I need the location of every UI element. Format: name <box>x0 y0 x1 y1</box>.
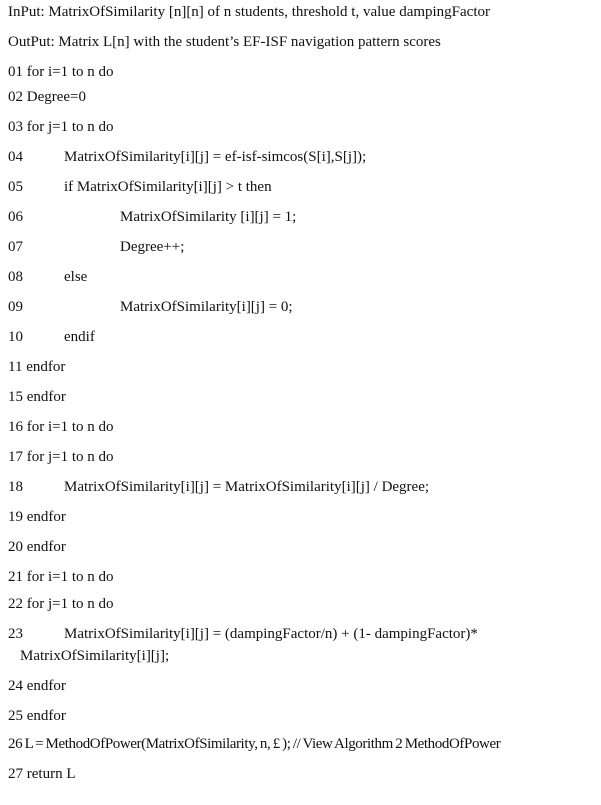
line-number: 27 <box>8 766 23 782</box>
algorithm-line-05: 05 if MatrixOfSimilarity[i][j] > t then <box>8 178 272 196</box>
line-code: Degree=0 <box>26 89 87 105</box>
line-number: 21 <box>8 569 23 585</box>
algorithm-line-23: 23 MatrixOfSimilarity[i][j] = (dampingFac… <box>8 625 478 643</box>
algorithm-line-22: 22 for j=1 to n do <box>8 595 114 613</box>
line-number: 23 <box>8 626 23 642</box>
line-number: 03 <box>8 119 23 135</box>
line-code: if MatrixOfSimilarity[i][j] > t then <box>64 179 272 195</box>
algorithm-line-17: 17 for j=1 to n do <box>8 448 114 466</box>
algorithm-line-03: 03 for j=1 to n do <box>8 118 114 136</box>
line-number: 04 <box>8 149 23 165</box>
algorithm-line-15: 15 endfor <box>8 388 66 406</box>
line-code: L = MethodOfPower(MatrixOfSimilarity, n,… <box>24 736 501 752</box>
algorithm-line-19: 19 endfor <box>8 508 66 526</box>
line-code: for j=1 to n do <box>26 119 114 135</box>
line-code: MatrixOfSimilarity[i][j] = (dampingFacto… <box>64 626 478 642</box>
line-number: 17 <box>8 449 23 465</box>
line-number: 18 <box>8 479 23 495</box>
algorithm-line-07: 07 Degree++; <box>8 238 184 256</box>
line-code: endfor <box>26 708 66 724</box>
line-number: 08 <box>8 269 23 285</box>
algorithm-line-04: 04 MatrixOfSimilarity[i][j] = ef-isf-simc… <box>8 148 366 166</box>
line-code: endfor <box>26 359 66 375</box>
line-number: 02 <box>8 89 23 105</box>
line-number: 05 <box>8 179 23 195</box>
line-number: 16 <box>8 419 23 435</box>
line-number: 10 <box>8 329 23 345</box>
line-code: for j=1 to n do <box>26 596 114 612</box>
line-code: Degree++; <box>120 239 185 255</box>
line-code: endfor <box>26 509 66 525</box>
line-number: 06 <box>8 209 23 225</box>
algorithm-line-11: 11 endfor <box>8 358 65 376</box>
line-number: 09 <box>8 299 23 315</box>
line-code: endfor <box>26 678 66 694</box>
line-code: MatrixOfSimilarity[i][j] = MatrixOfSimil… <box>64 479 430 495</box>
line-number: 19 <box>8 509 23 525</box>
line-code: endfor <box>26 539 66 555</box>
algorithm-line-10: 10 endif <box>8 328 95 346</box>
line-number: 01 <box>8 64 23 80</box>
line-code: MatrixOfSimilarity[i][j] = 0; <box>120 299 293 315</box>
algorithm-line-26: 26 L = MethodOfPower(MatrixOfSimilarity,… <box>8 735 501 753</box>
algorithm-line-21: 21 for i=1 to n do <box>8 568 114 586</box>
algorithm-line-06: 06 MatrixOfSimilarity [i][j] = 1; <box>8 208 296 226</box>
line-code: for i=1 to n do <box>26 569 114 585</box>
line-number: 25 <box>8 708 23 724</box>
line-code: for j=1 to n do <box>26 449 114 465</box>
algorithm-line-16: 16 for i=1 to n do <box>8 418 114 436</box>
line-number: 26 <box>8 736 23 752</box>
line-number: 11 <box>8 359 23 375</box>
algorithm-line-02: 02 Degree=0 <box>8 88 86 106</box>
line-number: 24 <box>8 678 23 694</box>
algorithm-line-25: 25 endfor <box>8 707 66 725</box>
line-code: MatrixOfSimilarity[i][j] = ef-isf-simcos… <box>64 149 367 165</box>
line-code: for i=1 to n do <box>26 64 114 80</box>
line-code: endfor <box>26 389 66 405</box>
algorithm-line-09: 09 MatrixOfSimilarity[i][j] = 0; <box>8 298 293 316</box>
line-code: endif <box>64 329 95 345</box>
line-number: 20 <box>8 539 23 555</box>
line-number: 15 <box>8 389 23 405</box>
line-code: return L <box>26 766 76 782</box>
line-code: MatrixOfSimilarity [i][j] = 1; <box>120 209 297 225</box>
algorithm-line-27: 27 return L <box>8 765 75 783</box>
algorithm-line-20: 20 endfor <box>8 538 66 556</box>
line-code: for i=1 to n do <box>26 419 114 435</box>
algorithm-line-08: 08 else <box>8 268 87 286</box>
algorithm-line-01: 01 for i=1 to n do <box>8 63 114 81</box>
algorithm-line-24: 24 endfor <box>8 677 66 695</box>
output-line: OutPut: Matrix L[n] with the student’s E… <box>8 34 441 50</box>
algorithm-line-18: 18 MatrixOfSimilarity[i][j] = MatrixOfSim… <box>8 478 429 496</box>
line-number: 22 <box>8 596 23 612</box>
line-code: else <box>64 269 88 285</box>
input-line: InPut: MatrixOfSimilarity [n][n] of n st… <box>8 4 491 20</box>
line-23-continuation: MatrixOfSimilarity[i][j]; <box>20 648 170 664</box>
line-number: 07 <box>8 239 23 255</box>
